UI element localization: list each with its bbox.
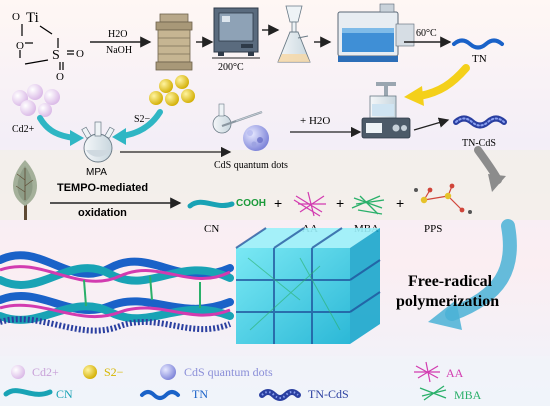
legend: Cd2+ S2− CdS quantum dots AA CN TN TN-Cd… [3, 361, 482, 402]
plus-2: + [336, 195, 344, 211]
cn-icon [187, 199, 235, 209]
plus-h2o-label: + H2O [300, 115, 330, 127]
arrow-yellow-head [404, 86, 424, 106]
reaction-flask-icon [212, 103, 263, 134]
legend-tn-swatch [140, 390, 180, 400]
legend-tn-cds-label: TN-CdS [308, 387, 349, 401]
tn-product-label: TN [472, 53, 487, 65]
reagent-h2o: H2O [108, 29, 127, 40]
o-top-label: O [12, 11, 20, 23]
legend-cd-swatch [11, 365, 25, 379]
autoclave-icon [155, 13, 193, 71]
aa-molecule-icon [293, 191, 326, 217]
legend-qd-swatch [160, 364, 176, 380]
magnetic-stirrer-icon [361, 82, 411, 139]
legend-cn-swatch [3, 388, 53, 397]
s2-label: S2− [134, 114, 151, 125]
cd-ion-cluster [12, 84, 60, 117]
s-label: S [52, 48, 60, 63]
ti-label: Ti [26, 10, 39, 26]
filter-flask-icon [277, 5, 311, 63]
pps-molecule-icon [414, 183, 472, 214]
mpa-label: MPA [86, 167, 107, 178]
temp1-label: 200°C [218, 62, 244, 73]
twisted-fibers-illustration [0, 251, 234, 334]
band-row3 [0, 150, 550, 220]
legend-tn-cds-swatch [259, 389, 301, 401]
mba-molecule-icon [351, 195, 385, 215]
legend-aa-swatch [414, 361, 440, 383]
plus-3: + [396, 195, 404, 211]
o-right-label: O [76, 48, 84, 60]
plus-1: + [274, 195, 282, 211]
tree-icon [12, 160, 38, 220]
arrow-yellow-shaft [416, 64, 470, 100]
s-ion-cluster [149, 75, 195, 106]
arrow-teal-shaft [445, 219, 517, 321]
hydrogel-cube-icon [235, 227, 381, 344]
o-left-label: O [16, 40, 24, 52]
arrow-to-tn-cds [413, 117, 450, 131]
legend-s-label: S2− [104, 365, 124, 379]
legend-mba-label: MBA [454, 388, 482, 402]
free-radical-line1: Free-radical [408, 273, 493, 290]
pps-label: PPS [424, 223, 442, 235]
free-radical-line2: polymerization [396, 293, 499, 310]
legend-tn-label: TN [192, 387, 208, 401]
tn-cds-label: TN-CdS [462, 138, 496, 149]
legend-cd-label: Cd2+ [32, 365, 59, 379]
tn-cds-icon [453, 115, 507, 129]
legend-qd-label: CdS quantum dots [184, 365, 273, 379]
tioso4-structure: O Ti O S O O [12, 10, 84, 83]
qd-label: CdS quantum dots [214, 160, 288, 171]
legend-cn-label: CN [56, 387, 73, 401]
tn-product-icon [452, 38, 504, 50]
reagent-naoh: NaOH [106, 45, 132, 56]
oven-icon [213, 7, 259, 56]
cd-label: Cd2+ [12, 124, 35, 135]
arrow-gray-head [488, 174, 506, 192]
temp2-label: 60°C [416, 28, 437, 39]
legend-s-swatch [83, 365, 97, 379]
tempo-label-line2: oxidation [78, 207, 127, 219]
o-bottom-label: O [56, 71, 64, 83]
cn-label: CN [204, 223, 219, 235]
tempo-label-line1: TEMPO-mediated [57, 182, 148, 194]
water-bath-icon [337, 3, 415, 62]
cooh-label: COOH [236, 198, 266, 209]
cds-qd-icon [243, 125, 269, 151]
legend-aa-label: AA [446, 366, 464, 380]
arrow-teal-head [428, 300, 462, 330]
legend-mba-swatch [419, 385, 447, 401]
three-neck-flask-icon [81, 121, 115, 163]
